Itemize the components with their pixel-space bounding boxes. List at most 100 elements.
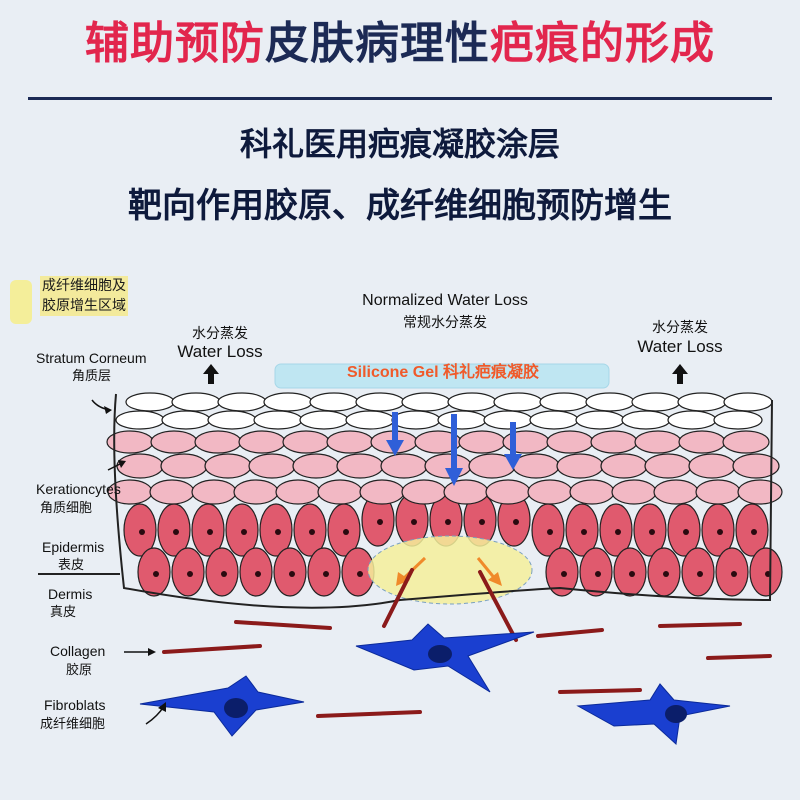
arrow-down-icon	[386, 412, 404, 456]
keratinocyte-cell	[569, 479, 615, 505]
arrow-down-icon	[445, 414, 463, 486]
corneum-cell	[631, 392, 681, 412]
cell-nucleus	[411, 519, 417, 525]
arrow-up-icon	[672, 364, 688, 384]
corneum-cell	[253, 410, 303, 430]
corneum-cell	[161, 410, 211, 430]
keratinocyte-cell	[737, 479, 783, 505]
cell-nucleus	[629, 571, 635, 577]
legend-label: 成纤维细胞及 胶原增生区域	[40, 276, 128, 316]
epidermis-cn-label: 表皮	[58, 557, 85, 572]
keratinocyte-cell	[688, 453, 736, 479]
keratinocyte-layer	[106, 430, 783, 505]
corneum-cell	[713, 410, 763, 430]
cell-nucleus	[357, 571, 363, 577]
collagen-fiber	[382, 568, 414, 628]
legend-line-2: 胶原增生区域	[42, 298, 126, 314]
title-part-3: 疤痕的形成	[490, 18, 715, 69]
keratinocytes-cn-label: 角质细胞	[40, 500, 93, 515]
keratinocyte-cell	[527, 479, 573, 505]
keratinocyte-cell	[248, 453, 296, 479]
cell-nucleus	[241, 529, 247, 535]
epidermis-label: Epidermis	[42, 539, 105, 555]
keratinocyte-cell	[194, 430, 242, 454]
cell-nucleus	[731, 571, 737, 577]
corneum-cell	[345, 410, 395, 430]
corneum-cell	[171, 392, 221, 412]
cell-nucleus	[153, 571, 159, 577]
keratinocyte-cell	[149, 479, 195, 505]
keratinocyte-cell	[160, 453, 208, 479]
cell-nucleus	[513, 519, 519, 525]
title-part-1: 辅助预防	[85, 18, 265, 69]
arrow-right-icon	[107, 460, 126, 471]
cell-nucleus	[683, 529, 689, 535]
water-loss-left-cn-label: 水分蒸发	[192, 325, 248, 341]
corneum-cell	[529, 410, 579, 430]
cell-nucleus	[377, 519, 383, 525]
collagen-fiber	[478, 570, 518, 642]
silicone-gel-pad	[274, 363, 610, 389]
corneum-cell	[391, 410, 441, 430]
keratinocyte-cell	[443, 479, 489, 505]
corneum-cell	[217, 392, 267, 412]
cell-nucleus	[751, 529, 757, 535]
keratinocyte-cell	[485, 479, 531, 505]
legend-line-1: 成纤维细胞及	[42, 278, 126, 294]
arrow-down-icon	[504, 422, 522, 470]
cell-nucleus	[717, 529, 723, 535]
cell-nucleus	[323, 571, 329, 577]
keratinocyte-cell	[191, 479, 237, 505]
keratinocyte-cell	[611, 479, 657, 505]
cell-nucleus	[615, 529, 621, 535]
keratinocyte-cell	[275, 479, 321, 505]
stratum-corneum-layer	[115, 392, 773, 430]
keratinocyte-cell	[556, 453, 604, 479]
page-title: 辅助预防皮肤病理性疤痕的形成	[0, 14, 800, 74]
corneum-cell	[355, 392, 405, 412]
fibroblast-cell	[139, 675, 305, 737]
corneum-cell	[447, 392, 497, 412]
cell-nucleus	[289, 571, 295, 577]
dermis-cn-label: 真皮	[50, 604, 77, 619]
collagen-fibers	[162, 568, 772, 718]
keratinocyte-cell	[644, 453, 692, 479]
arrow-down-icon	[476, 557, 502, 586]
title-part-2: 皮肤病理性	[265, 18, 490, 69]
stratum-corneum-label: Stratum Corneum	[36, 350, 147, 366]
keratinocyte-cell	[317, 479, 363, 505]
corneum-cell	[401, 392, 451, 412]
keratinocyte-cell	[502, 430, 550, 454]
dermis-label: Dermis	[48, 586, 93, 602]
collagen-fiber	[658, 622, 742, 628]
header-divider	[28, 97, 772, 100]
keratinocyte-cell	[326, 430, 374, 454]
cell-nucleus	[547, 529, 553, 535]
keratinocyte-cell	[458, 430, 506, 454]
corneum-cell	[723, 392, 773, 412]
cell-nucleus	[343, 529, 349, 535]
subtitle-line-2: 靶向作用胶原、成纤维细胞预防增生	[128, 186, 672, 226]
fibroblasts-label: Fibroblats	[44, 697, 106, 713]
cell-nucleus	[479, 519, 485, 525]
keratinocyte-cell	[282, 430, 330, 454]
keratinocyte-cell	[359, 479, 405, 505]
collagen-fiber	[536, 628, 604, 638]
corneum-cell	[125, 392, 175, 412]
corneum-cell	[309, 392, 359, 412]
keratinocyte-cell	[233, 479, 279, 505]
water-loss-left-label: Water Loss	[177, 342, 263, 361]
arrow-up-icon	[203, 364, 219, 384]
corneum-cell	[575, 410, 625, 430]
cell-nucleus	[139, 529, 145, 535]
keratinocyte-cell	[732, 453, 780, 479]
keratinocyte-cell	[722, 430, 770, 454]
corneum-cell	[207, 410, 257, 430]
cell-nucleus	[309, 529, 315, 535]
keratinocyte-cell	[380, 453, 428, 479]
keratinocyte-cell	[678, 430, 726, 454]
corneum-cell	[299, 410, 349, 430]
fibroblasts-cn-label: 成纤维细胞	[40, 716, 106, 731]
water-loss-right-cn-label: 水分蒸发	[652, 319, 708, 335]
cell-nucleus	[445, 519, 451, 525]
